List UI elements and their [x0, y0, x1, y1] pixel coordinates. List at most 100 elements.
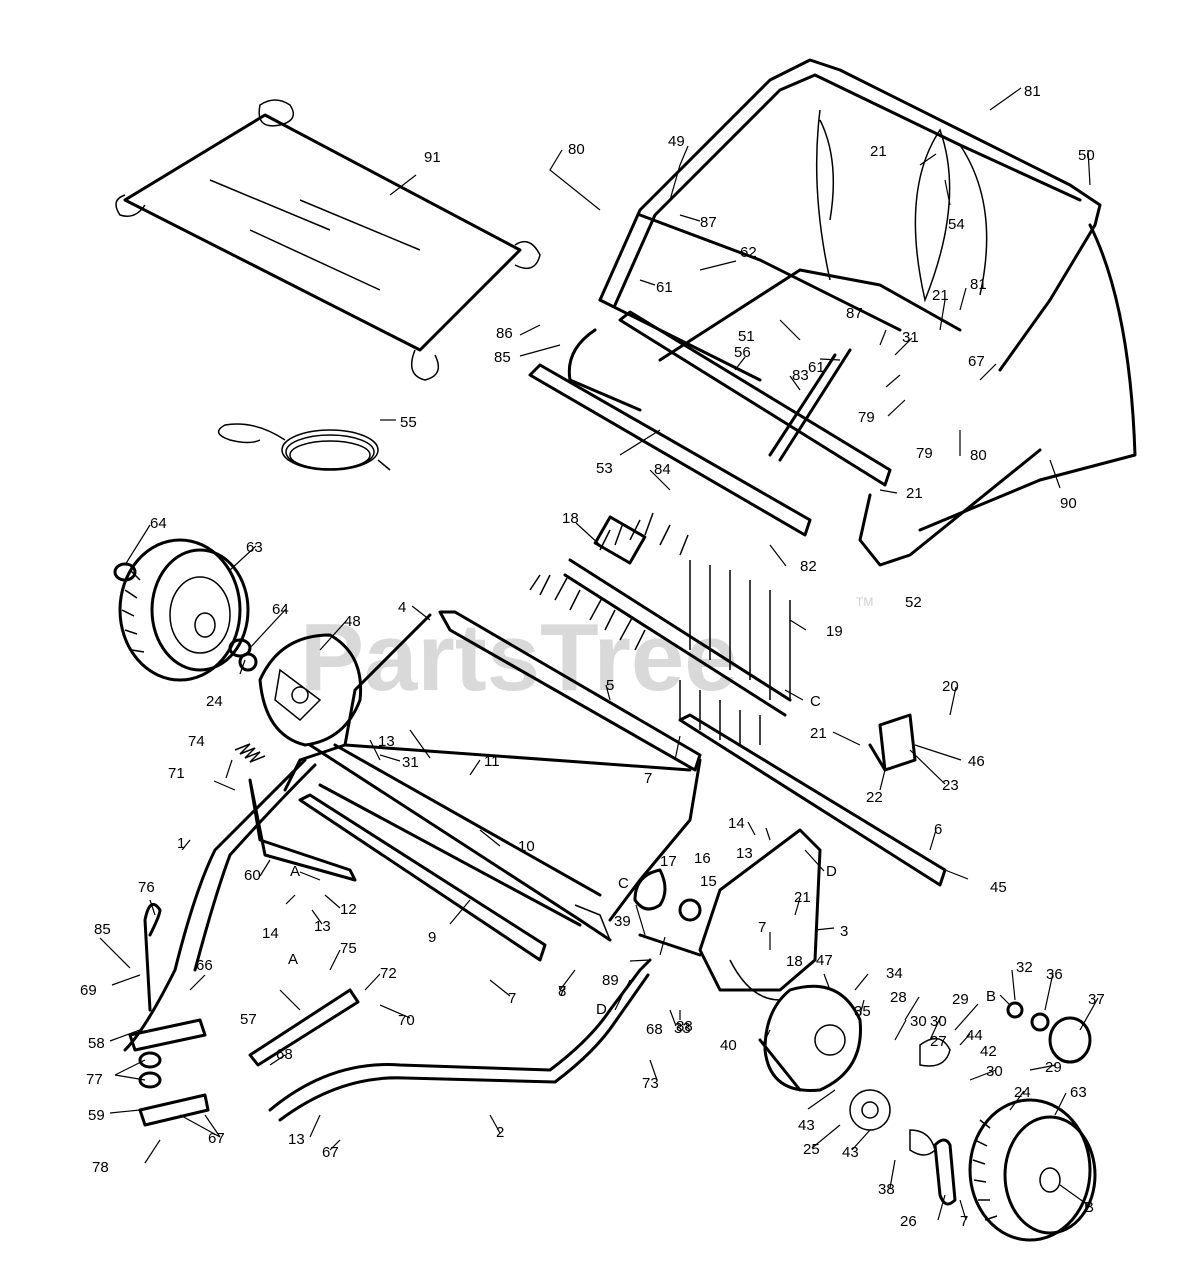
callout: 87	[846, 305, 863, 322]
callout: D	[596, 1001, 607, 1018]
callout: 31	[402, 754, 419, 771]
callout: 79	[916, 445, 933, 462]
callout: 74	[188, 733, 205, 750]
callout: 12	[340, 901, 357, 918]
callout: 34	[886, 965, 903, 982]
callout: B	[1084, 1199, 1094, 1216]
callout: 24	[206, 693, 223, 710]
callout: 45	[990, 879, 1007, 896]
callout: 32	[1016, 959, 1033, 976]
callout: 52	[905, 594, 922, 611]
callout: A	[290, 863, 300, 880]
callout: 77	[86, 1071, 103, 1088]
callout: 7	[644, 770, 652, 787]
callout: 20	[942, 678, 959, 695]
callout: 51	[738, 328, 755, 345]
callout: 8	[558, 983, 566, 1000]
callout-labels: 1 2 3 4 5 6 7 7 7 7 7 8 9 10 11 12 13 13…	[80, 83, 1105, 1230]
callout: 44	[966, 1027, 983, 1044]
callout: 27	[930, 1033, 947, 1050]
part-3-side-plate	[633, 828, 822, 1001]
callout: 7	[558, 983, 566, 1000]
callout: 7	[508, 990, 516, 1007]
callout: 4	[398, 599, 406, 616]
callout: 29	[952, 991, 969, 1008]
part-91-cover	[115, 99, 541, 381]
callout: 22	[866, 789, 883, 806]
callout: 46	[968, 753, 985, 770]
callout: 33	[674, 1020, 691, 1037]
callout: A	[288, 951, 298, 968]
callout: 1	[177, 835, 185, 852]
callout: 3	[840, 923, 848, 940]
callout: 50	[1078, 147, 1095, 164]
callout: 81	[970, 276, 987, 293]
callout: 82	[800, 558, 817, 575]
callout: 21	[810, 725, 827, 742]
callout: C	[618, 875, 629, 892]
callout: 48	[344, 613, 361, 630]
callout: 23	[942, 777, 959, 794]
part-74-spring	[234, 743, 266, 763]
callout: 40	[720, 1037, 737, 1054]
callout: 67	[208, 1130, 225, 1147]
callout: 49	[668, 133, 685, 150]
callout: 25	[803, 1141, 820, 1158]
callout: 80	[970, 447, 987, 464]
callout: 55	[400, 414, 417, 431]
callout: 2	[496, 1124, 504, 1141]
callout: 91	[424, 149, 441, 166]
callout: 24	[1014, 1084, 1031, 1101]
callout: 21	[870, 143, 887, 160]
lever-links	[128, 902, 360, 1127]
callout: 58	[88, 1035, 105, 1052]
part-48-gear-housing	[258, 633, 363, 747]
callout: 79	[858, 409, 875, 426]
callout: 19	[826, 623, 843, 640]
callout: 63	[1070, 1084, 1087, 1101]
part-90-bag	[815, 109, 1137, 532]
callout: 26	[900, 1213, 917, 1230]
callout: 42	[980, 1043, 997, 1060]
callout: 85	[494, 349, 511, 366]
part-19-brush	[529, 512, 792, 745]
callout: 13	[736, 845, 753, 862]
callout: 76	[138, 879, 155, 896]
callout: 15	[700, 873, 717, 890]
callout: 67	[968, 353, 985, 370]
leader-lines	[99, 87, 1099, 1221]
callout: 16	[694, 850, 711, 867]
callout: 75	[340, 940, 357, 957]
callout: 54	[948, 216, 965, 233]
callout: 53	[596, 460, 613, 477]
callout: 66	[196, 957, 213, 974]
callout: 37	[1088, 991, 1105, 1008]
callout: 89	[602, 972, 619, 989]
watermark-trademark: TM	[856, 595, 873, 609]
callout: 61	[808, 359, 825, 376]
callout: 63	[246, 539, 263, 556]
callout: 67	[322, 1144, 339, 1161]
callout: 80	[568, 141, 585, 158]
handle-assembly	[123, 758, 652, 1122]
part-55-cable	[217, 423, 391, 471]
part-63-wheel-left	[113, 538, 258, 682]
watermark: PartsTree	[300, 604, 738, 711]
callout: 90	[1060, 495, 1077, 512]
callout: 9	[428, 929, 436, 946]
callout: 57	[240, 1011, 257, 1028]
part-63-wheel-right	[933, 1001, 1097, 1242]
callout: 6	[934, 821, 942, 838]
callout: 30	[910, 1013, 927, 1030]
callout: 60	[244, 867, 261, 884]
callout: 11	[484, 753, 500, 770]
callout: 38	[878, 1181, 895, 1198]
callout: 56	[734, 344, 751, 361]
callout: 39	[614, 913, 631, 930]
callout: 64	[272, 601, 289, 618]
callout: D	[826, 863, 837, 880]
callout: 59	[88, 1107, 105, 1124]
callout: 73	[642, 1075, 659, 1092]
callout: 83	[792, 367, 809, 384]
